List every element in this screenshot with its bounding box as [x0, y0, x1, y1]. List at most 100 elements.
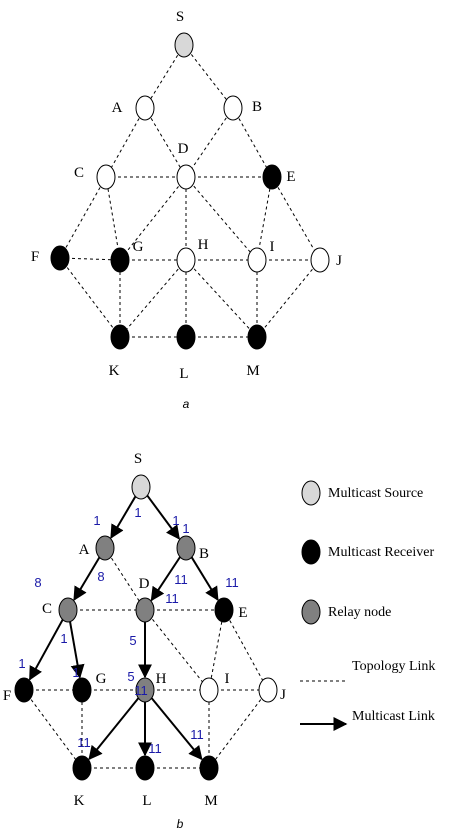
b-node-g: [72, 677, 92, 703]
b-topology-edge-j-m: [208, 689, 269, 769]
b-multicast-edge-b-d: [150, 556, 181, 602]
a-edge-f-k: [59, 257, 121, 338]
b-weight-label: 1: [134, 505, 141, 520]
a-node-f: [50, 245, 70, 271]
a-edge-d-i: [185, 176, 258, 261]
a-edge-f-g: [59, 257, 121, 261]
a-edge-s-b: [183, 44, 234, 109]
b-node-b: [176, 535, 196, 561]
a-node-label-a: A: [112, 100, 123, 116]
b-weight-label: 1: [60, 631, 67, 646]
a-node-label-c: C: [74, 165, 84, 181]
a-node-label-s: S: [176, 9, 184, 25]
a-node-m: [247, 324, 267, 350]
a-node-label-m: M: [246, 363, 259, 379]
a-node-e: [262, 164, 282, 190]
a-node-i: [247, 247, 267, 273]
a-edge-a-c: [105, 107, 146, 178]
b-weight-label: 1: [72, 665, 79, 680]
b-multicast-edge-c-f: [28, 619, 64, 681]
b-weight-label: 11: [134, 683, 148, 698]
a-node-d: [176, 164, 196, 190]
legend-receiver-label: Multicast Receiver: [328, 545, 434, 560]
b-multicast-edge-h-m: [150, 697, 203, 761]
b-weight-label: 8: [97, 569, 104, 584]
a-edge-e-j: [271, 176, 321, 261]
b-node-f: [14, 677, 34, 703]
b-topology-edge-d-i: [144, 609, 210, 691]
b-weight-label: 11: [174, 572, 188, 587]
b-node-label-b: B: [199, 546, 209, 562]
a-node-a: [135, 95, 155, 121]
legend-multicast-label: Multicast Link: [352, 709, 435, 724]
b-weight-label: 5: [129, 633, 136, 648]
a-node-label-h: H: [198, 237, 209, 253]
b-node-label-d: D: [139, 576, 150, 592]
b-node-label-g: G: [96, 671, 107, 687]
a-edge-c-f: [59, 176, 107, 259]
legend: Multicast Source Multicast Receiver Rela…: [300, 480, 435, 731]
legend-relay-icon: [301, 599, 321, 625]
a-edge-d-g: [119, 176, 187, 261]
b-weight-label: 11: [225, 575, 239, 590]
legend-relay-label: Relay node: [328, 605, 391, 620]
a-node-s: [174, 32, 194, 58]
b-weight-label: 1: [182, 521, 189, 536]
b-node-m: [199, 755, 219, 781]
b-node-s: [131, 474, 151, 500]
b-multicast-edge-h-k: [88, 697, 140, 761]
b-node-label-m: M: [204, 793, 217, 809]
b-node-a: [95, 535, 115, 561]
a-node-c: [96, 164, 116, 190]
b-node-label-k: K: [74, 793, 85, 809]
b-topology-edge-e-i: [208, 609, 225, 691]
b-weight-label: 5: [127, 669, 134, 684]
b-node-d: [135, 597, 155, 623]
a-edge-a-d: [144, 107, 187, 178]
diagram-b-multicast-edges: [28, 494, 219, 761]
a-edge-e-i: [256, 176, 273, 261]
a-node-label-g: G: [133, 239, 144, 255]
b-multicast-edge-a-c: [73, 556, 101, 601]
a-node-g: [110, 247, 130, 273]
a-node-label-e: E: [286, 169, 295, 185]
b-weight-label: 8: [34, 575, 41, 590]
b-weight-label: 11: [165, 591, 179, 606]
a-node-l: [176, 324, 196, 350]
b-node-k: [72, 755, 92, 781]
a-node-label-i: I: [270, 239, 275, 255]
a-node-label-f: F: [31, 249, 39, 265]
b-weight-label: 11: [190, 727, 204, 742]
b-node-l: [135, 755, 155, 781]
legend-topology-label: Topology Link: [352, 659, 435, 674]
b-weight-label: 1: [172, 513, 179, 528]
a-node-b: [223, 95, 243, 121]
a-node-h: [176, 247, 196, 273]
a-node-j: [310, 247, 330, 273]
b-weight-label: 11: [148, 741, 162, 756]
a-node-label-d: D: [178, 141, 189, 157]
b-topology-edge-f-k: [23, 689, 83, 769]
b-node-label-h: H: [156, 671, 167, 687]
b-node-label-l: L: [142, 793, 151, 809]
a-node-label-j: J: [336, 253, 342, 269]
b-node-c: [58, 597, 78, 623]
b-multicast-edge-b-e: [190, 556, 219, 602]
b-node-h: [135, 677, 155, 703]
b-node-label-i: I: [225, 671, 230, 687]
a-node-label-b: B: [252, 99, 262, 115]
a-edge-c-g: [105, 176, 121, 261]
b-node-e: [214, 597, 234, 623]
b-node-label-e: E: [238, 605, 247, 621]
legend-source-icon: [301, 480, 321, 506]
a-edge-j-m: [256, 259, 321, 338]
b-multicast-edge-s-b: [146, 494, 180, 540]
a-edge-b-e: [232, 107, 273, 178]
b-node-label-f: F: [3, 688, 11, 704]
b-node-j: [258, 677, 278, 703]
